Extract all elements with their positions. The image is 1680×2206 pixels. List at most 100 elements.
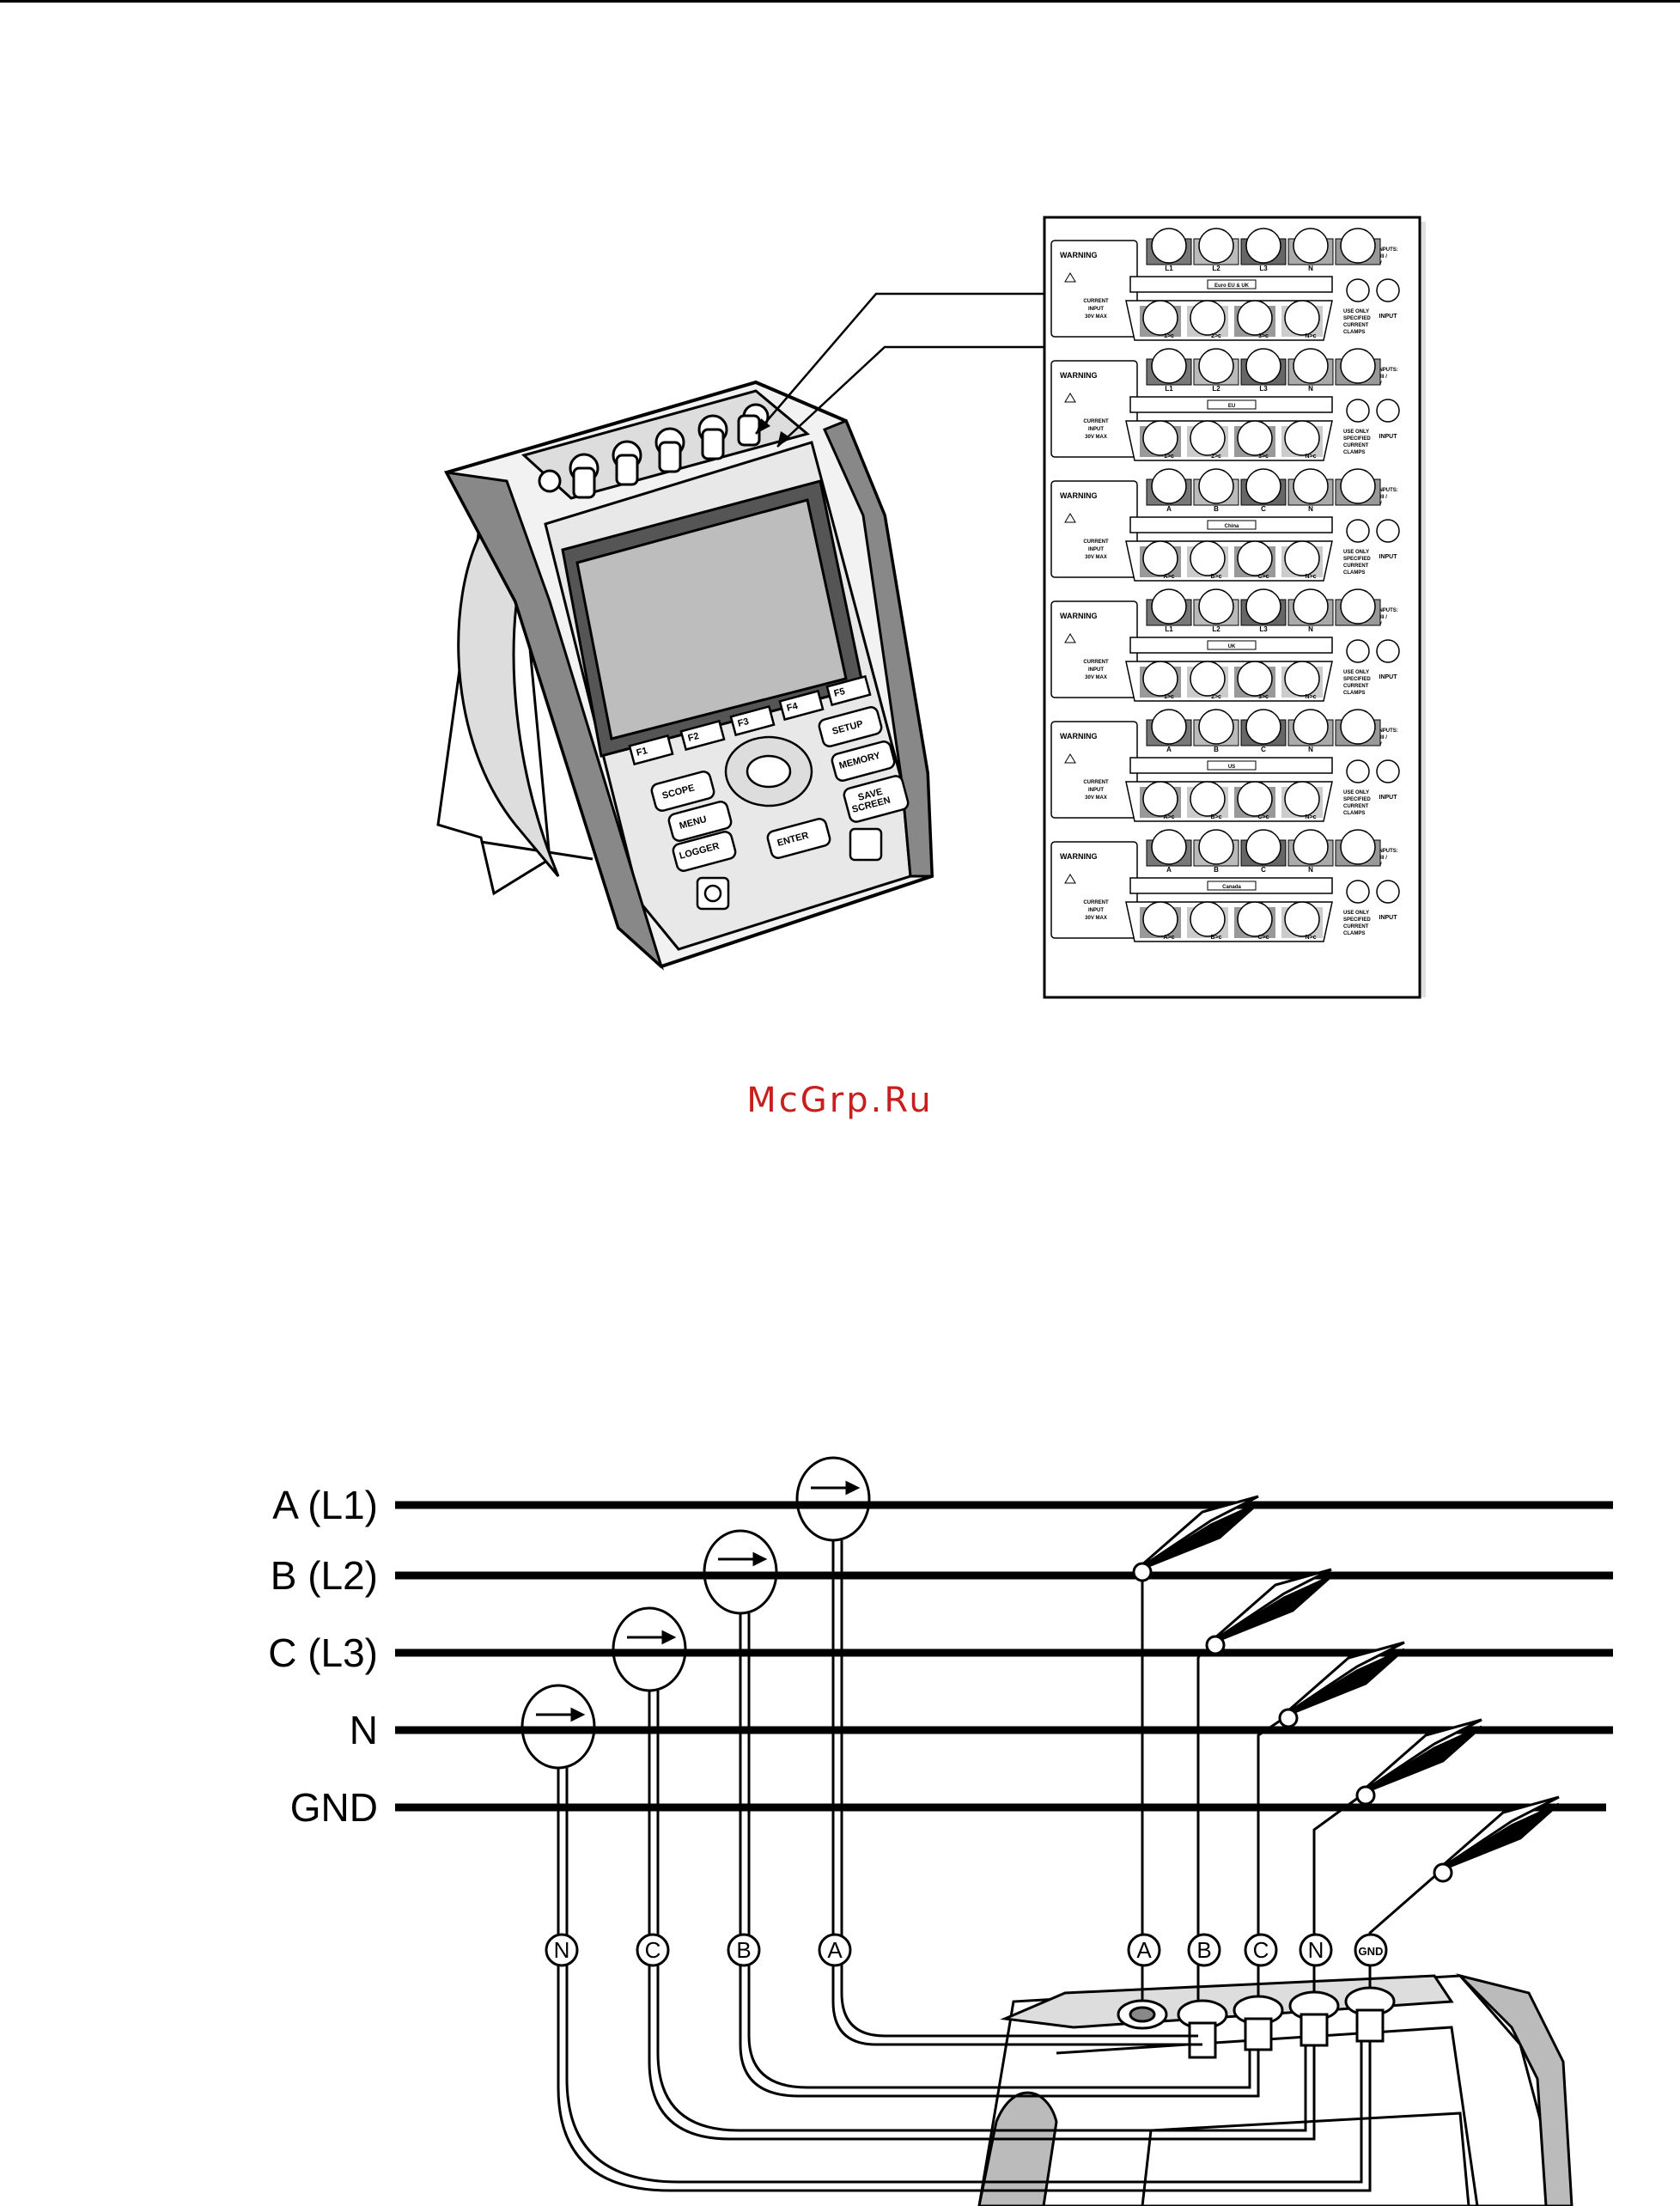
tag-current-c: C (645, 1937, 661, 1963)
voltage-socket (1293, 348, 1329, 384)
use-only-label: CLAMPS (1343, 450, 1365, 455)
port-circle (1346, 278, 1370, 302)
voltage-socket-label: L1 (1165, 265, 1173, 272)
use-only-label: USE ONLY (1343, 670, 1369, 675)
voltage-socket (1151, 588, 1187, 625)
current-socket-label: N>c (1305, 814, 1316, 820)
tag-voltage-gnd: GND (1359, 1945, 1384, 1958)
clamp-cables (557, 1540, 1372, 2192)
current-input-label: 30V MAX (1085, 314, 1107, 320)
voltage-socket (1340, 468, 1376, 504)
analyzer-sockets (1117, 1986, 1396, 2059)
current-input-label: CURRENT (1083, 299, 1109, 304)
watermark: McGrp.Ru (746, 1081, 934, 1120)
bus-label-a: A (L1) (272, 1483, 378, 1527)
current-socket-label: C>c (1257, 574, 1269, 580)
analyzer-device (436, 380, 934, 971)
current-input-label: 30V MAX (1085, 916, 1107, 921)
current-socket-label: B>c (1210, 814, 1221, 820)
bus-label-n: N (350, 1708, 378, 1752)
current-input-label: INPUT (1088, 667, 1104, 673)
use-only-label: SPECIFIED (1343, 917, 1371, 923)
voltage-socket-label: L2 (1212, 385, 1220, 393)
current-input-label: INPUT (1088, 427, 1104, 432)
bus-label-b: B (L2) (271, 1553, 378, 1598)
voltage-socket (1198, 588, 1234, 625)
standard-label: EU (1228, 404, 1235, 409)
use-only-label: CLAMPS (1343, 570, 1365, 576)
current-socket-label: B>c (1210, 935, 1221, 941)
voltage-socket (1245, 829, 1281, 865)
voltage-socket-label: A (1166, 746, 1172, 753)
use-only-label: USE ONLY (1343, 550, 1369, 555)
use-only-label: CURRENT (1343, 443, 1369, 448)
voltage-socket (1245, 709, 1281, 745)
key-f2: F2 (687, 731, 701, 744)
current-socket-label: N>c (1305, 454, 1316, 460)
voltage-socket (1151, 228, 1187, 264)
voltage-socket (1293, 709, 1329, 745)
current-socket (1284, 420, 1320, 456)
current-input-label: CURRENT (1083, 419, 1109, 424)
voltage-socket-label: N (1308, 265, 1313, 272)
voltage-socket-label: N (1308, 625, 1313, 633)
standard-box (1207, 881, 1257, 891)
croc-clip-c (1278, 1641, 1405, 1728)
key-f3: F3 (737, 716, 751, 729)
port-circle (1346, 519, 1370, 543)
current-tag-labels: N C B A (554, 1937, 843, 1963)
current-socket-label: 1>c (1164, 333, 1174, 339)
standard-box (1207, 640, 1257, 650)
voltage-tags (1127, 1933, 1388, 1967)
current-socket-label: A>c (1163, 574, 1174, 580)
voltage-socket-label: N (1308, 505, 1313, 513)
voltage-leads (1141, 1581, 1440, 2002)
voltage-socket-label: N (1308, 746, 1313, 753)
voltage-socket (1151, 468, 1187, 504)
front-keys (628, 674, 910, 911)
voltage-socket (1293, 228, 1329, 264)
voltage-socket (1198, 709, 1234, 745)
voltage-socket (1340, 588, 1376, 625)
port-circle (1376, 759, 1400, 783)
input-label: INPUT (1379, 554, 1398, 560)
current-socket-label: 1>c (1164, 454, 1174, 460)
croc-clip-gnd (1433, 1795, 1560, 1883)
use-only-label: USE ONLY (1343, 309, 1369, 314)
top-rule (0, 0, 1680, 3)
current-socket (1237, 540, 1273, 576)
current-socket (1142, 781, 1178, 817)
use-only-label: CURRENT (1343, 323, 1369, 328)
voltage-socket (1245, 468, 1281, 504)
key-f1: F1 (636, 746, 649, 759)
voltage-socket-label: B (1214, 746, 1219, 753)
use-only-label: CLAMPS (1343, 691, 1365, 696)
input-label: INPUT (1379, 434, 1398, 440)
voltage-socket-label: L2 (1212, 625, 1220, 633)
current-socket-label: N>c (1305, 935, 1316, 941)
bus-labels: A (L1) B (L2) C (L3) N GND (268, 1483, 378, 1830)
current-socket-label: 3>c (1258, 333, 1269, 339)
voltage-socket-label: L3 (1259, 265, 1268, 272)
current-socket (1190, 420, 1226, 456)
tag-voltage-c: C (1253, 1937, 1269, 1963)
use-only-label: CLAMPS (1343, 330, 1365, 335)
current-socket-label: A>c (1163, 814, 1174, 820)
current-input-label: INPUT (1088, 908, 1104, 913)
standard-label: China (1225, 524, 1239, 529)
voltage-socket (1293, 588, 1329, 625)
current-socket (1190, 661, 1226, 697)
input-label: INPUT (1379, 314, 1398, 320)
current-socket (1142, 540, 1178, 576)
analyzer-top-view (977, 1973, 1573, 2206)
voltage-socket (1151, 709, 1187, 745)
current-input-label: INPUT (1088, 307, 1104, 312)
voltage-socket-label: L3 (1259, 385, 1268, 393)
current-socket (1284, 540, 1320, 576)
clamp-arrows (536, 1480, 861, 1722)
current-socket-label: N>c (1305, 574, 1316, 580)
current-input-label: CURRENT (1083, 660, 1109, 665)
voltage-socket-label: B (1214, 505, 1219, 513)
